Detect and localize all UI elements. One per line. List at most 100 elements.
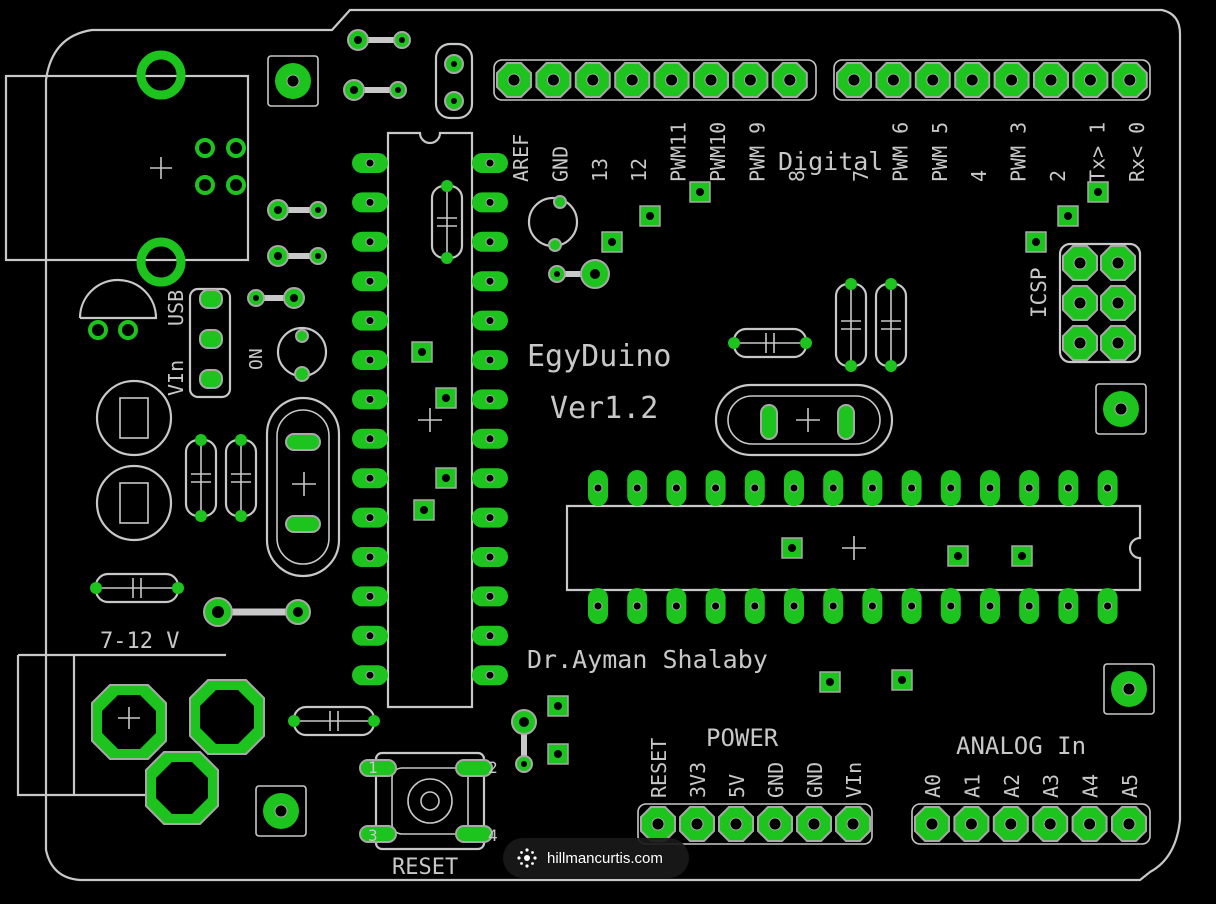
analog-pin-pad	[1032, 806, 1069, 842]
usb-chip-pad-bottom	[1019, 588, 1040, 624]
usb-chip-pad-bottom	[588, 588, 608, 624]
globe-icon	[517, 848, 537, 868]
label-vin: VIn	[164, 360, 188, 396]
button-pin-4: 4	[488, 826, 498, 845]
usb-chip-pad-top	[666, 470, 687, 506]
chip-pad-left	[352, 625, 388, 646]
capacitor	[430, 180, 464, 264]
digital-pin-pad	[1033, 62, 1069, 98]
analog-pin-label: A3	[1039, 774, 1063, 798]
analog-pin-label: A0	[921, 774, 945, 798]
chip-pad-right	[472, 231, 508, 252]
usb-chip-pad-top	[1058, 470, 1079, 506]
via-pad	[547, 695, 569, 717]
capacitor	[224, 434, 258, 522]
digital-pin-pad	[653, 62, 690, 98]
board-author: Dr.Ayman Shalaby	[527, 645, 768, 674]
via-pad	[947, 545, 969, 567]
atmega-chip	[352, 131, 508, 709]
icsp-pin-pad	[1062, 285, 1098, 321]
via-pad	[547, 743, 569, 765]
chip-pad-right	[472, 350, 508, 370]
label-reset: RESET	[392, 855, 458, 880]
usb-chip-pad-top	[980, 470, 1000, 506]
capacitor	[90, 572, 184, 604]
chip-pad-right	[472, 507, 508, 528]
chip-pad-left	[352, 310, 388, 331]
analog-pin-label: A4	[1079, 774, 1103, 798]
digital-pin-label: PWM 3	[1007, 122, 1031, 182]
digital-pin-label: 2	[1046, 170, 1070, 182]
usb-chip-pad-bottom	[823, 588, 844, 624]
usb-chip-pad-top	[784, 470, 804, 506]
button-pin-1: 1	[368, 758, 378, 777]
digital-pin-label: AREF	[509, 134, 533, 182]
chip-pad-left	[352, 428, 388, 449]
digital-pin-label: 7	[849, 170, 873, 182]
usb-chip-pad-top	[823, 470, 844, 506]
digital-pin-label: PWM11	[667, 122, 691, 182]
label-power: POWER	[706, 724, 779, 752]
dc-jack	[16, 653, 265, 825]
usb-chip-pad-bottom	[1058, 588, 1079, 624]
chip-pad-right	[472, 468, 508, 489]
analog-pin-label: A5	[1118, 774, 1142, 798]
misc-components	[188, 29, 610, 773]
power-pin-pad	[718, 806, 754, 842]
chip-pad-right	[472, 586, 508, 607]
chip-pad-right	[472, 192, 508, 213]
power-pin-label: 3V3	[686, 762, 710, 798]
capacitor	[184, 434, 218, 522]
analog-pin-pad	[992, 806, 1029, 842]
icsp-pin-pad	[1100, 325, 1136, 361]
chip-pad-left	[352, 547, 388, 567]
icsp-pin-pad	[1062, 325, 1098, 361]
button-pin-3: 3	[368, 826, 378, 845]
label-digital: Digital	[778, 147, 883, 176]
power-pin-label: GND	[803, 762, 827, 798]
chip-pad-left	[352, 665, 388, 686]
capacitor	[728, 327, 812, 359]
analog-pin-pad	[953, 806, 990, 842]
watermark-text: hillmancurtis.com	[547, 849, 663, 867]
usb-chip-pad-bottom	[862, 588, 883, 624]
chip-pad-right	[472, 389, 508, 410]
usb-chip-pad-top	[862, 470, 883, 506]
digital-pin-pad	[836, 62, 872, 98]
via-pad	[1011, 545, 1033, 567]
chip-pad-left	[352, 231, 388, 252]
capacitor	[834, 278, 868, 372]
chip-pad-right	[472, 625, 508, 646]
power-pin-label: RESET	[647, 738, 671, 798]
usb-chip-pad-bottom	[666, 588, 687, 624]
usb-chip-pad-top	[627, 470, 648, 506]
digital-pin-pad	[574, 62, 611, 98]
via-pad	[435, 387, 457, 409]
digital-pin-label: 4	[967, 170, 991, 182]
watermark-badge[interactable]: hillmancurtis.com	[503, 838, 689, 878]
usb-chip-pad-bottom	[901, 588, 922, 624]
reset-button-outline	[359, 751, 493, 851]
chip-pad-left	[352, 468, 388, 489]
digital-pin-pad	[496, 62, 532, 98]
digital-pin-pad	[535, 62, 572, 98]
mounting-holes	[255, 55, 1155, 837]
power-pin-pad	[757, 806, 793, 842]
usb-chip-pad-bottom	[940, 588, 961, 624]
usb-chip-pad-top	[1097, 470, 1118, 506]
via-pad	[689, 181, 711, 203]
via-pad	[891, 669, 913, 691]
digital-pin-pad	[771, 62, 808, 98]
chip-pad-left	[352, 153, 388, 173]
label-on: ON	[246, 348, 267, 370]
usb-chip-pad-bottom	[1097, 588, 1118, 624]
analog-pin-label: A1	[960, 774, 984, 798]
usb-chip-pad-bottom	[627, 588, 648, 624]
icsp-pin-pad	[1062, 245, 1098, 281]
label-analog: ANALOG In	[956, 732, 1086, 760]
digital-pin-label: 12	[627, 158, 651, 182]
power-pin-label: 5V	[725, 774, 749, 798]
digital-pin-label: Rx< 0	[1125, 122, 1149, 182]
